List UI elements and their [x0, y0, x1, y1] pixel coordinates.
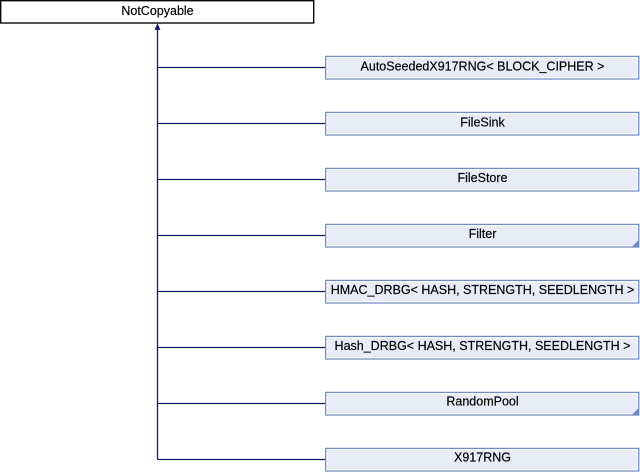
svg-text:Hash_DRBG< HASH, STRENGTH, SEE: Hash_DRBG< HASH, STRENGTH, SEEDLENGTH > [335, 339, 631, 353]
svg-text:Filter: Filter [469, 227, 497, 241]
svg-text:RandomPool: RandomPool [446, 395, 518, 409]
svg-text:NotCopyable: NotCopyable [121, 4, 193, 18]
svg-text:FileSink: FileSink [460, 115, 505, 129]
svg-text:AutoSeededX917RNG< BLOCK_CIPHE: AutoSeededX917RNG< BLOCK_CIPHER > [361, 60, 605, 74]
svg-text:HMAC_DRBG< HASH, STRENGTH, SEE: HMAC_DRBG< HASH, STRENGTH, SEEDLENGTH > [331, 283, 635, 297]
svg-text:FileStore: FileStore [457, 171, 507, 185]
svg-text:X917RNG: X917RNG [454, 451, 511, 465]
